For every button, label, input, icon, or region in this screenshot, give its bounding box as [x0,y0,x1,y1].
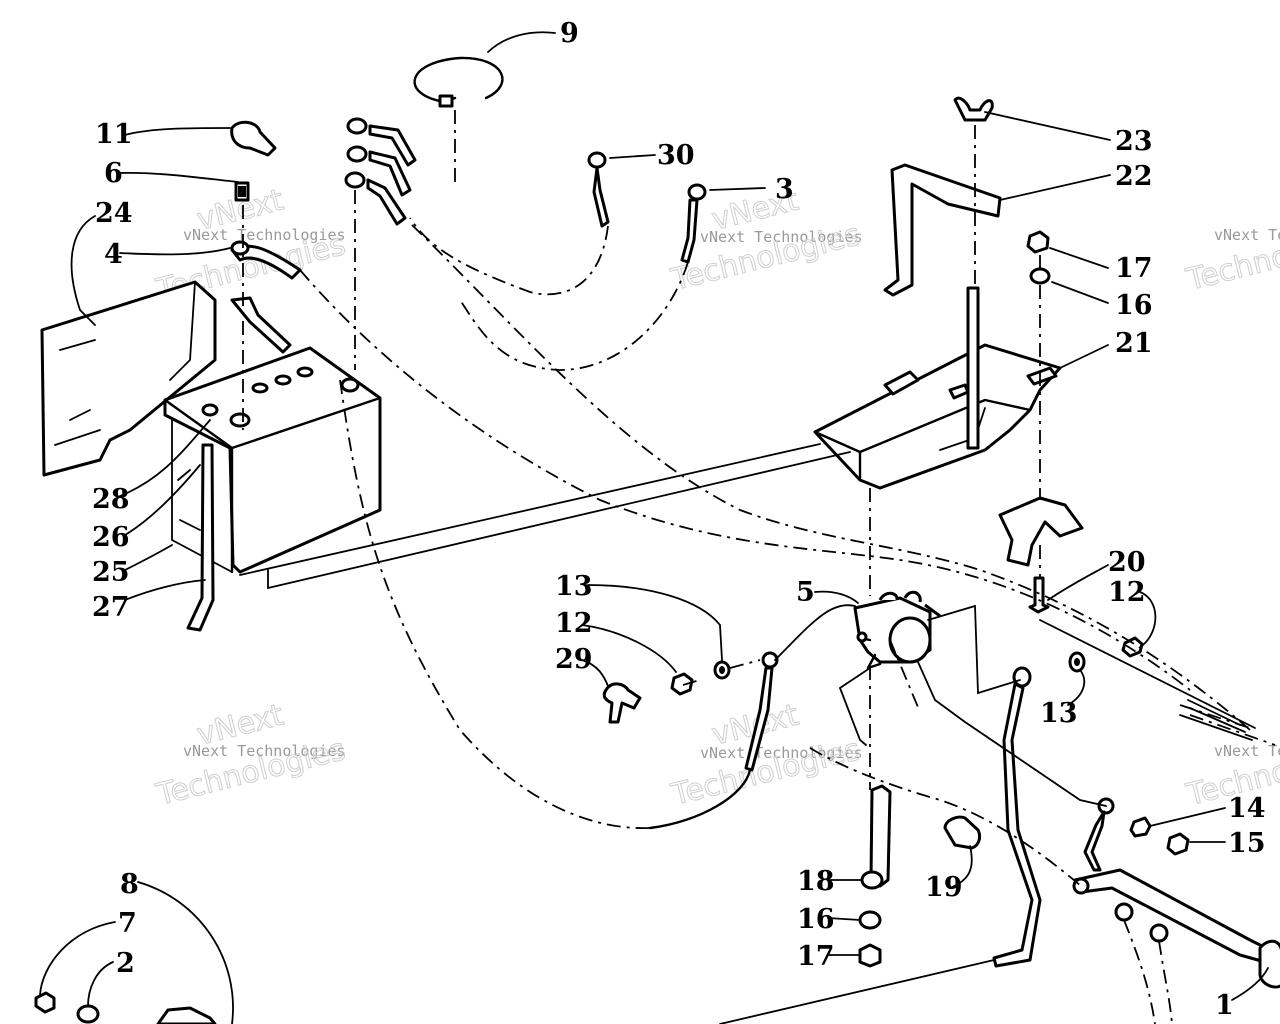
watermark-text: vNext Technologies [183,226,346,244]
grommet-part [1129,816,1152,838]
watermark-text: vNext Technologies [183,742,346,760]
vent-tube-part [186,443,215,632]
callout-leader-lines [39,31,1269,1024]
watermark-text: vNext Technologies [1214,226,1280,244]
callout-26: 26 [92,522,130,553]
terminal-cap-part [602,682,642,724]
solenoid-to-battery-cable [648,651,779,830]
callout-14: 14 [1228,793,1266,824]
callout-22: 22 [1115,161,1153,192]
watermark-text: vNext Technologies [700,228,863,246]
callout-16: 16 [1115,290,1153,321]
mounting-bracket-part [998,496,1084,567]
callout-17: 17 [1115,253,1153,284]
callout-16: 16 [797,904,835,935]
watermark-bottom-left: vNext vNext Technologies Technologies [152,697,349,813]
starter-cable-part [992,666,1042,968]
watermark-top-right: vNext Technologies Technologies [1182,217,1280,299]
nut-part [1026,230,1050,254]
carriage-bolt-part [1028,576,1050,614]
callout-9: 9 [560,18,579,49]
callout-5: 5 [796,577,815,608]
nut-part [1121,636,1144,658]
battery-part [163,346,382,574]
callout-labels: 9 11 6 24 4 30 3 23 22 17 16 21 28 26 25… [92,18,1266,1021]
callout-3: 3 [775,174,794,205]
callout-18: 18 [797,866,835,897]
watermark-top-center: vNext vNext Technologies Technologies [667,182,864,298]
wing-nut-part [953,96,994,122]
callout-29: 29 [555,644,593,675]
wiring-harness-part [1072,797,1280,989]
lead-wire-part [587,151,610,228]
callout-6: 6 [104,158,123,189]
battery-cover-part [40,280,217,477]
bottom-left-hardware [34,991,217,1024]
callout-15: 15 [1228,828,1266,859]
strap-ring-part [413,56,504,108]
starter-solenoid-part [853,590,941,670]
callout-13: 13 [1040,698,1078,729]
callout-17: 17 [797,941,835,972]
hold-down-bracket-part [883,163,1002,297]
spacer-part [943,815,982,850]
callout-30: 30 [657,140,695,171]
ground-lead-part [680,183,707,264]
callout-12: 12 [555,608,593,639]
callout-4: 4 [104,239,123,270]
callout-23: 23 [1115,126,1153,157]
callout-2: 2 [116,948,135,979]
callout-21: 21 [1115,328,1153,359]
nut-part [1166,832,1190,856]
callout-24: 24 [95,198,133,229]
frame-lines [239,443,1256,1024]
positive-cable-bundle [344,117,417,226]
callout-13: 13 [555,571,593,602]
callout-12: 12 [1108,577,1146,608]
negative-cable-part [230,244,302,280]
terminal-boot-part [230,120,277,157]
callout-27: 27 [92,592,130,623]
watermark-text: vNext Technologies [1214,742,1280,760]
watermark-text: vNext Technologies [700,744,863,762]
callout-19: 19 [925,872,963,903]
battery-tray-part [813,343,1062,490]
battery-cell-caps [201,366,360,428]
tray-stud-part [966,286,980,450]
solenoid-mount-bolt-stack [858,784,892,968]
callout-20: 20 [1108,547,1146,578]
callout-7: 7 [118,908,137,939]
callout-1: 1 [1215,990,1234,1021]
callout-25: 25 [92,557,130,588]
assembly-center-lines [242,110,1276,1024]
callout-8: 8 [120,869,139,900]
callout-11: 11 [95,119,133,150]
washer-part [1029,267,1051,285]
callout-28: 28 [92,484,130,515]
nut-part [670,672,694,696]
